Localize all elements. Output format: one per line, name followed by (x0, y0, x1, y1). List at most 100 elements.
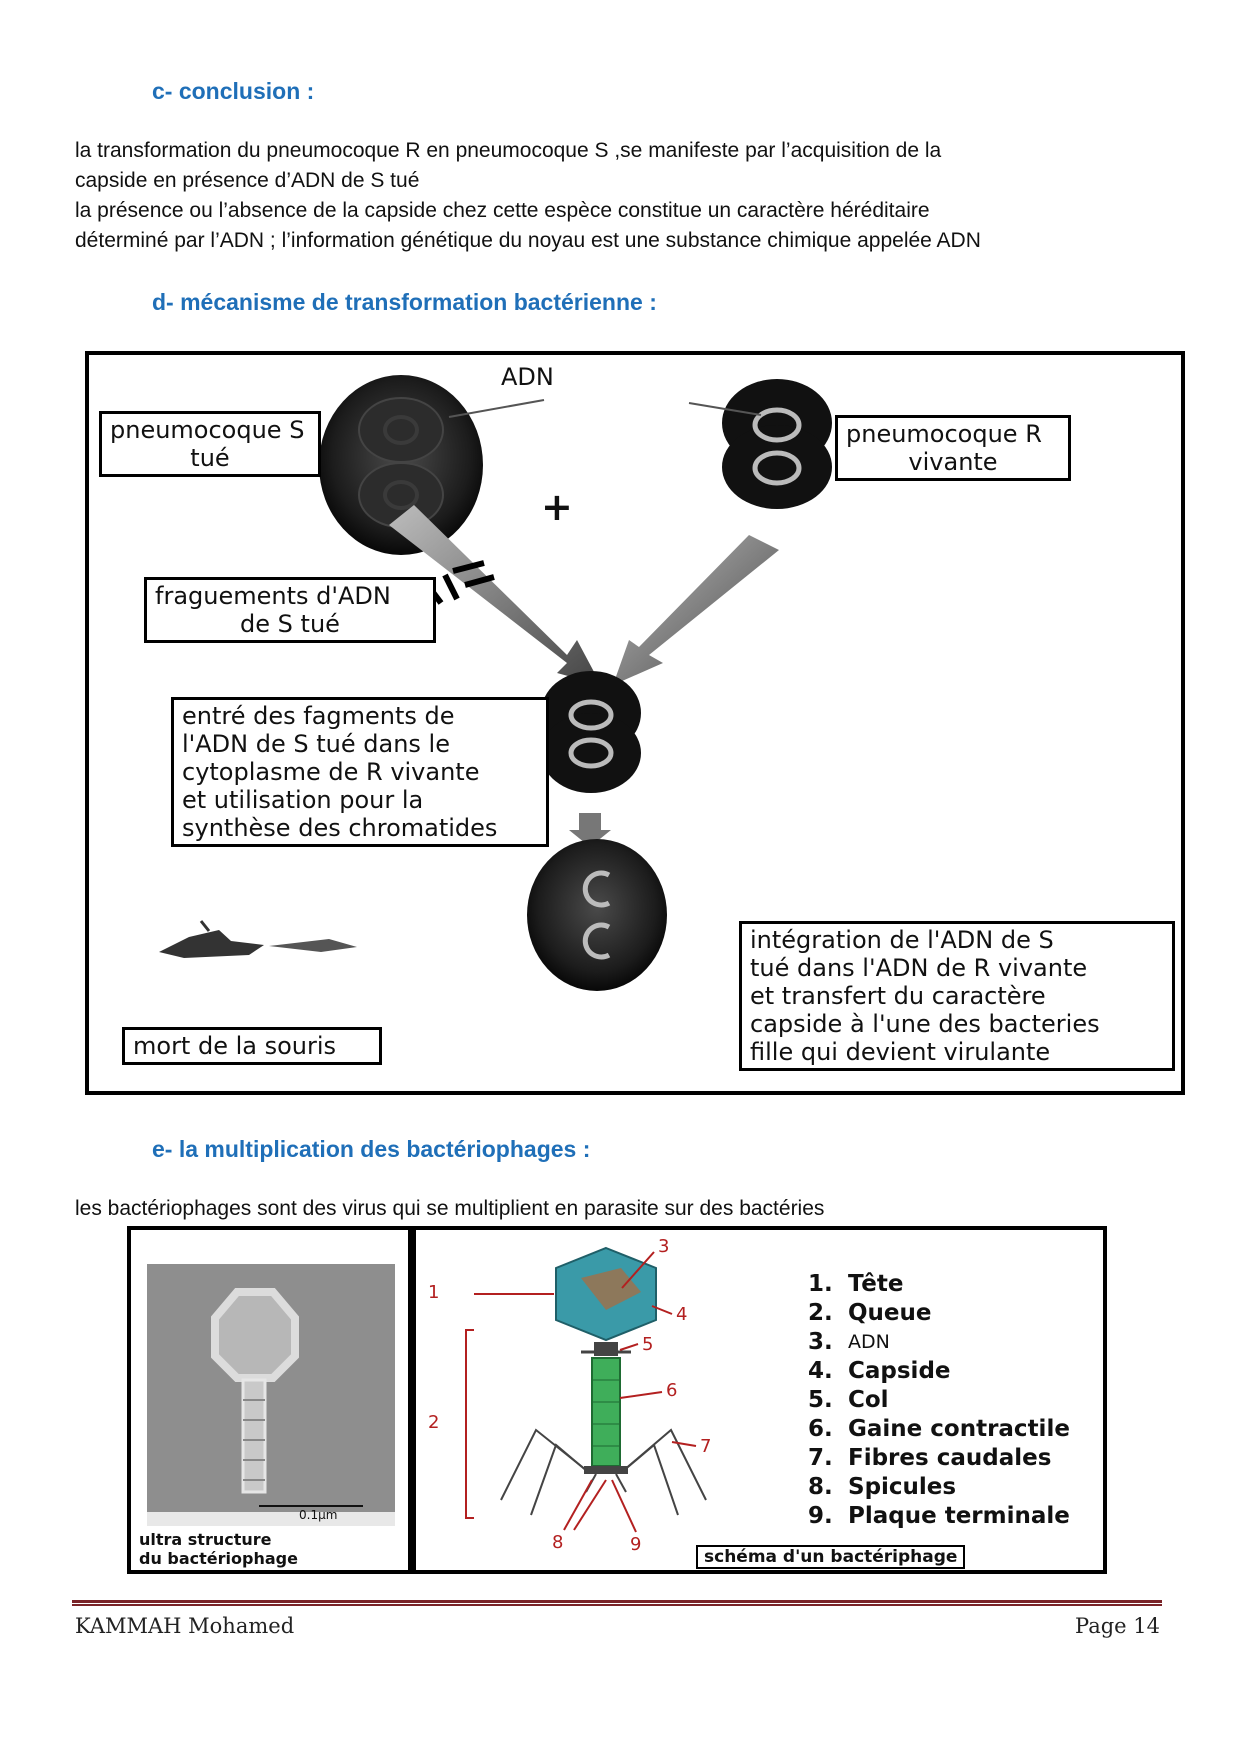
legend-label: Spicules (848, 1474, 957, 1500)
bacteriophage-photo-panel: 0.1μm ultra structure du bactériophage (127, 1226, 412, 1574)
label-line: fille qui devient virulante (750, 1038, 1051, 1066)
adn-pointer-left (448, 399, 545, 418)
adn-label: ADN (501, 363, 554, 391)
legend-item: 5. Col (808, 1386, 1070, 1415)
plus-sign: + (541, 485, 573, 529)
label-line: entré des fagments de (182, 702, 455, 730)
label-r-alive: pneumocoque R vivante (835, 415, 1071, 481)
legend-label: Queue (848, 1300, 932, 1326)
legend-num: 9. (808, 1503, 833, 1529)
label-line: l'ADN de S tué dans le (182, 730, 450, 758)
legend-label: Plaque terminale (848, 1503, 1070, 1529)
callout-3: 3 (658, 1236, 670, 1257)
dead-mouse (159, 920, 357, 958)
label-line: intégration de l'ADN de S (750, 926, 1054, 954)
label-line: vivante (908, 448, 998, 476)
callout-2: 2 (428, 1412, 440, 1433)
label-line: et utilisation pour la (182, 786, 424, 814)
bacteriophage-intro: les bactériophages sont des virus qui se… (75, 1194, 824, 1224)
photo-caption: ultra structure du bactériophage (139, 1530, 298, 1568)
label-line: tué dans l'ADN de R vivante (750, 954, 1088, 982)
micrograph-illustration (147, 1264, 395, 1526)
legend-num: 8. (808, 1474, 833, 1500)
conclusion-line: déterminé par l’ADN ; l’information géné… (75, 229, 981, 252)
legend-num: 2. (808, 1300, 833, 1326)
label-line: et transfert du caractère (750, 982, 1046, 1010)
heading-conclusion: c- conclusion : (152, 78, 315, 104)
label-mouse-death: mort de la souris (122, 1027, 382, 1065)
legend-label: Gaine contractile (848, 1416, 1070, 1442)
phage-baseplate (584, 1466, 628, 1474)
conclusion-line: la présence ou l’absence de la capside c… (75, 199, 930, 222)
legend-label: ADN (848, 1331, 890, 1353)
footer-page-number: Page 14 (1075, 1614, 1160, 1638)
legend-item: 1. Tête (808, 1270, 1070, 1299)
phage-schema-illustration (465, 1246, 707, 1533)
schema-caption: schéma d'un bactériphage (696, 1545, 966, 1569)
legend-item: 2. Queue (808, 1299, 1070, 1328)
callout-1: 1 (428, 1282, 440, 1303)
legend-num: 6. (808, 1416, 833, 1442)
caption-line: ultra structure (139, 1530, 272, 1549)
label-integration: intégration de l'ADN de S tué dans l'ADN… (739, 921, 1175, 1071)
phage-tail-fibers (500, 1428, 707, 1516)
arrow-r-to-merge (613, 535, 779, 685)
legend-item: 9. Plaque terminale (808, 1502, 1070, 1531)
phage-sheath (591, 1357, 621, 1467)
legend-label: Capside (848, 1358, 951, 1384)
label-adn-fragments: fraguements d'ADN de S tué (144, 577, 436, 643)
legend-num: 3. (808, 1329, 833, 1355)
legend-num: 5. (808, 1387, 833, 1413)
legend-item: 7. Fibres caudales (808, 1444, 1070, 1473)
conclusion-line: capside en présence d’ADN de S tué (75, 169, 420, 192)
heading-bacteriophage-multiplication: e- la multiplication des bactériophages … (152, 1136, 591, 1162)
heading-transformation-mechanism: d- mécanisme de transformation bactérien… (152, 289, 657, 315)
legend-label: Col (848, 1387, 889, 1413)
transformation-illustration (159, 375, 832, 991)
callout-9: 9 (630, 1534, 642, 1555)
phage-collar (594, 1342, 618, 1356)
label-line: synthèse des chromatides (182, 814, 498, 842)
callout-7: 7 (700, 1436, 712, 1457)
label-line: capside à l'une des bacteries (750, 1010, 1100, 1038)
label-line: de S tué (240, 610, 340, 638)
legend-num: 4. (808, 1358, 833, 1384)
transformation-diagram: ADN + pneumocoque S tué pneumocoque R vi… (85, 351, 1185, 1095)
legend-label: Tête (848, 1271, 904, 1297)
footer-divider (72, 1600, 1162, 1606)
label-fragment-entry: entré des fagments de l'ADN de S tué dan… (171, 697, 549, 847)
label-line: fraguements d'ADN (155, 582, 391, 610)
label-s-dead: pneumocoque S tué (99, 411, 321, 477)
callout-5: 5 (642, 1334, 654, 1355)
callout-8: 8 (552, 1532, 564, 1553)
callout-6: 6 (666, 1380, 678, 1401)
adn-pointer-right (688, 402, 762, 416)
callout-lines (465, 1251, 697, 1533)
label-line: pneumocoque S (110, 416, 305, 444)
legend-item: 4. Capside (808, 1357, 1070, 1386)
merged-cell (541, 671, 641, 793)
legend-label: Fibres caudales (848, 1445, 1052, 1471)
conclusion-paragraph: la transformation du pneumocoque R en pn… (75, 136, 981, 256)
footer-author: KAMMAH Mohamed (75, 1614, 295, 1638)
arrow-s-to-merge (389, 505, 601, 685)
legend-num: 7. (808, 1445, 833, 1471)
legend-item: 8. Spicules (808, 1473, 1070, 1502)
scale-label: 0.1μm (299, 1508, 338, 1522)
legend-num: 1. (808, 1271, 833, 1297)
bacteriophage-schema-panel: 1 2 3 4 5 6 7 8 9 1. Tête 2. Queue 3. ADN 4… (412, 1226, 1107, 1574)
arrow-down (569, 813, 611, 847)
s-dead-cell (319, 375, 483, 555)
label-line: cytoplasme de R vivante (182, 758, 480, 786)
legend-item: 6. Gaine contractile (808, 1415, 1070, 1444)
conclusion-line: la transformation du pneumocoque R en pn… (75, 139, 942, 162)
intro-line: les bactériophages sont des virus qui se… (75, 1197, 825, 1220)
r-alive-cell (722, 379, 832, 509)
virulent-cell (527, 839, 667, 991)
caption-line: du bactériophage (139, 1549, 298, 1568)
label-line: mort de la souris (133, 1032, 337, 1060)
callout-4: 4 (676, 1304, 688, 1325)
label-line: pneumocoque R (846, 420, 1042, 448)
phage-legend: 1. Tête 2. Queue 3. ADN 4. Capside 5. Col 6. G… (808, 1270, 1070, 1531)
label-line: tué (190, 444, 230, 472)
